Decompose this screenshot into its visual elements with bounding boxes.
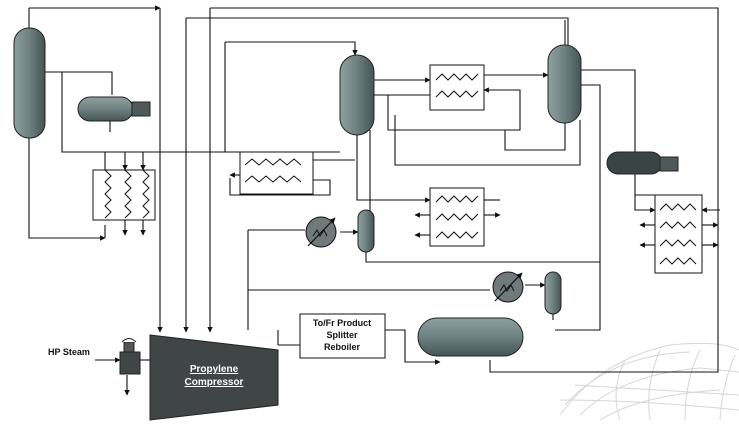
exchanger-top-mid xyxy=(429,64,485,111)
reboiler-label-line2: Splitter xyxy=(326,330,358,340)
exchanger-center xyxy=(239,151,314,195)
column-2 xyxy=(339,54,375,136)
reboiler-label-line1: To/Fr Product xyxy=(313,318,371,328)
steam-turbine xyxy=(119,338,141,375)
process-lines xyxy=(28,5,720,396)
reflux-drum-1 xyxy=(357,209,375,253)
reflux-drum-2 xyxy=(544,271,562,315)
column-1 xyxy=(13,27,46,139)
compressor-label-line2: Compressor xyxy=(185,377,244,388)
reboiler-label-line3: Reboiler xyxy=(324,342,361,352)
reboiler-box: To/Fr Product Splitter Reboiler xyxy=(299,313,386,359)
column-3 xyxy=(547,44,582,124)
exchanger-right xyxy=(654,194,703,274)
hp-steam-label: HP Steam xyxy=(48,347,90,357)
exchanger-mid-right xyxy=(429,187,485,247)
propylene-compressor: Propylene Compressor xyxy=(149,334,279,421)
condenser-2 xyxy=(492,271,524,303)
exchanger-left xyxy=(92,169,156,221)
compressor-label-line1: Propylene xyxy=(190,364,239,375)
condenser-1 xyxy=(305,216,337,248)
accumulator-drum xyxy=(417,317,524,357)
compressor-drum-1 xyxy=(77,96,151,122)
globe-watermark xyxy=(559,342,739,421)
compressor-drum-2 xyxy=(606,151,679,175)
